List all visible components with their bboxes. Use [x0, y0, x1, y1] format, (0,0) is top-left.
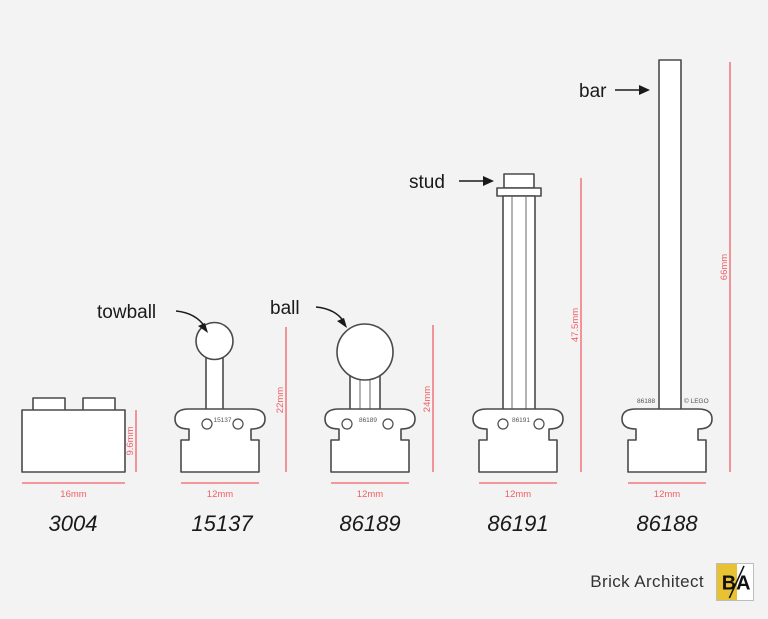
- callout-bar: bar: [579, 81, 650, 102]
- part-figure-86189: 86189 12mm 24mm 86189: [324, 323, 434, 536]
- height-dimension-label: 9.6mm: [125, 426, 136, 455]
- branding: Brick Architect BA: [590, 563, 754, 601]
- brick-architect-logo: BA: [716, 563, 754, 601]
- base-hole: [201, 418, 213, 430]
- part-engraving: 86189: [359, 417, 377, 424]
- width-dimension-label: 12mm: [357, 489, 383, 500]
- stud-shape: [82, 397, 116, 412]
- callout-stud: stud: [409, 172, 494, 193]
- base-hole: [497, 418, 509, 430]
- width-dimension-label: 12mm: [654, 489, 680, 500]
- brand-name: Brick Architect: [590, 572, 704, 591]
- part-number-label: 3004: [49, 511, 98, 536]
- part-figure-3004: 16mm 9.6mm 3004: [21, 397, 137, 536]
- part-number-label: 86188: [636, 511, 698, 536]
- towball-sphere: [195, 321, 234, 361]
- part-figure-86191: 86191 12mm 47.5mm 86191: [472, 173, 582, 536]
- height-dimension-label: 24mm: [422, 386, 433, 412]
- part-figure-86188: 86188 © LEGO 12mm 66mm 86188: [621, 59, 731, 536]
- callout-towball: towball: [97, 302, 208, 333]
- stud-flange: [496, 187, 542, 197]
- logo-ba-monogram: BA: [722, 565, 750, 599]
- callout-label: stud: [409, 172, 445, 193]
- part-figure-15137: 15137 12mm 22mm 15137: [174, 321, 287, 536]
- bar-shaft: [658, 59, 682, 413]
- callout-ball: ball: [270, 298, 347, 328]
- callout-label: bar: [579, 81, 607, 102]
- part-engraving: 86191: [512, 417, 530, 424]
- stud-top: [503, 173, 535, 189]
- part-copyright-engraving: © LEGO: [684, 397, 709, 405]
- height-dimension-label: 22mm: [275, 387, 286, 413]
- base-hole: [341, 418, 353, 430]
- callout-arrow-head: [337, 318, 347, 328]
- base-hole: [533, 418, 545, 430]
- base-hole: [382, 418, 394, 430]
- tube-body: [502, 195, 536, 413]
- callout-arrow-line: [315, 306, 345, 323]
- base-hole: [232, 418, 244, 430]
- part-number-label: 86191: [487, 511, 548, 536]
- height-dimension-label: 47.5mm: [570, 308, 581, 342]
- part-number-label: 86189: [339, 511, 400, 536]
- callout-label: towball: [97, 302, 156, 323]
- base-plate: [621, 408, 713, 473]
- logo-slash: [728, 565, 745, 599]
- callout-arrow-head: [639, 85, 650, 95]
- callout-arrow-head: [483, 176, 494, 186]
- ball-sphere: [336, 323, 394, 381]
- width-dimension-label: 12mm: [207, 489, 233, 500]
- height-dimension-label: 66mm: [719, 254, 730, 280]
- part-engraving: 86188: [637, 398, 655, 405]
- part-number-label: 15137: [191, 511, 253, 536]
- callout-arrow-line: [175, 310, 206, 328]
- stud-shape: [32, 397, 66, 412]
- part-engraving: 15137: [213, 417, 231, 424]
- callout-label: ball: [270, 298, 300, 319]
- width-dimension-label: 16mm: [60, 489, 86, 500]
- width-dimension-label: 12mm: [505, 489, 531, 500]
- callout-arrow-head: [198, 323, 208, 333]
- brick-body: [21, 409, 126, 473]
